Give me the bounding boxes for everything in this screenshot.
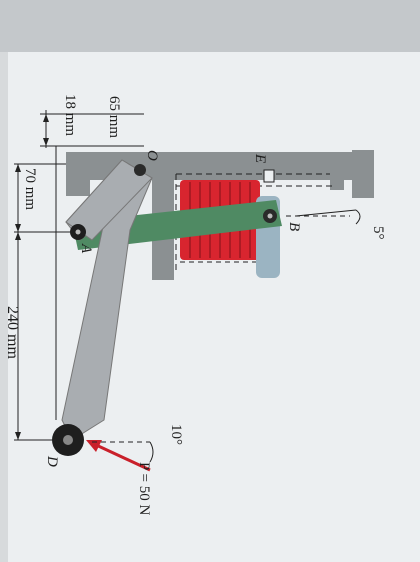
dimension-70-mm: 70 mm — [22, 168, 38, 210]
label-b: B — [286, 222, 302, 231]
dimension-18-mm: 18 mm — [62, 94, 78, 136]
force-label: P = 50 N — [136, 462, 152, 515]
dimension-240-mm: 240 mm — [4, 306, 21, 359]
label-e: E — [252, 153, 268, 163]
angle-label-10: 10° — [168, 424, 184, 445]
force-arrow — [93, 442, 151, 472]
angle-label-5: 5° — [370, 226, 386, 240]
dimension-65-mm: 65 mm — [106, 96, 122, 138]
inclined-line-5 — [295, 209, 357, 217]
label-d: D — [44, 455, 60, 467]
pin-a-center — [75, 229, 81, 235]
pin-o — [134, 164, 146, 176]
point-e-marker — [263, 169, 275, 183]
pin-b-center — [267, 213, 273, 219]
frame-right-arm — [330, 180, 344, 190]
angle-arc-5 — [355, 209, 361, 225]
label-o: O — [144, 150, 160, 161]
angle-arc-10 — [149, 441, 154, 463]
paper-sheet — [8, 52, 420, 562]
dimension-arrowheads — [15, 114, 49, 440]
force-arrowhead — [86, 440, 102, 452]
top-shadow — [0, 0, 420, 52]
label-a: A — [78, 243, 94, 254]
frame-left-bracket — [66, 152, 90, 196]
roller-d-inner — [63, 435, 73, 445]
